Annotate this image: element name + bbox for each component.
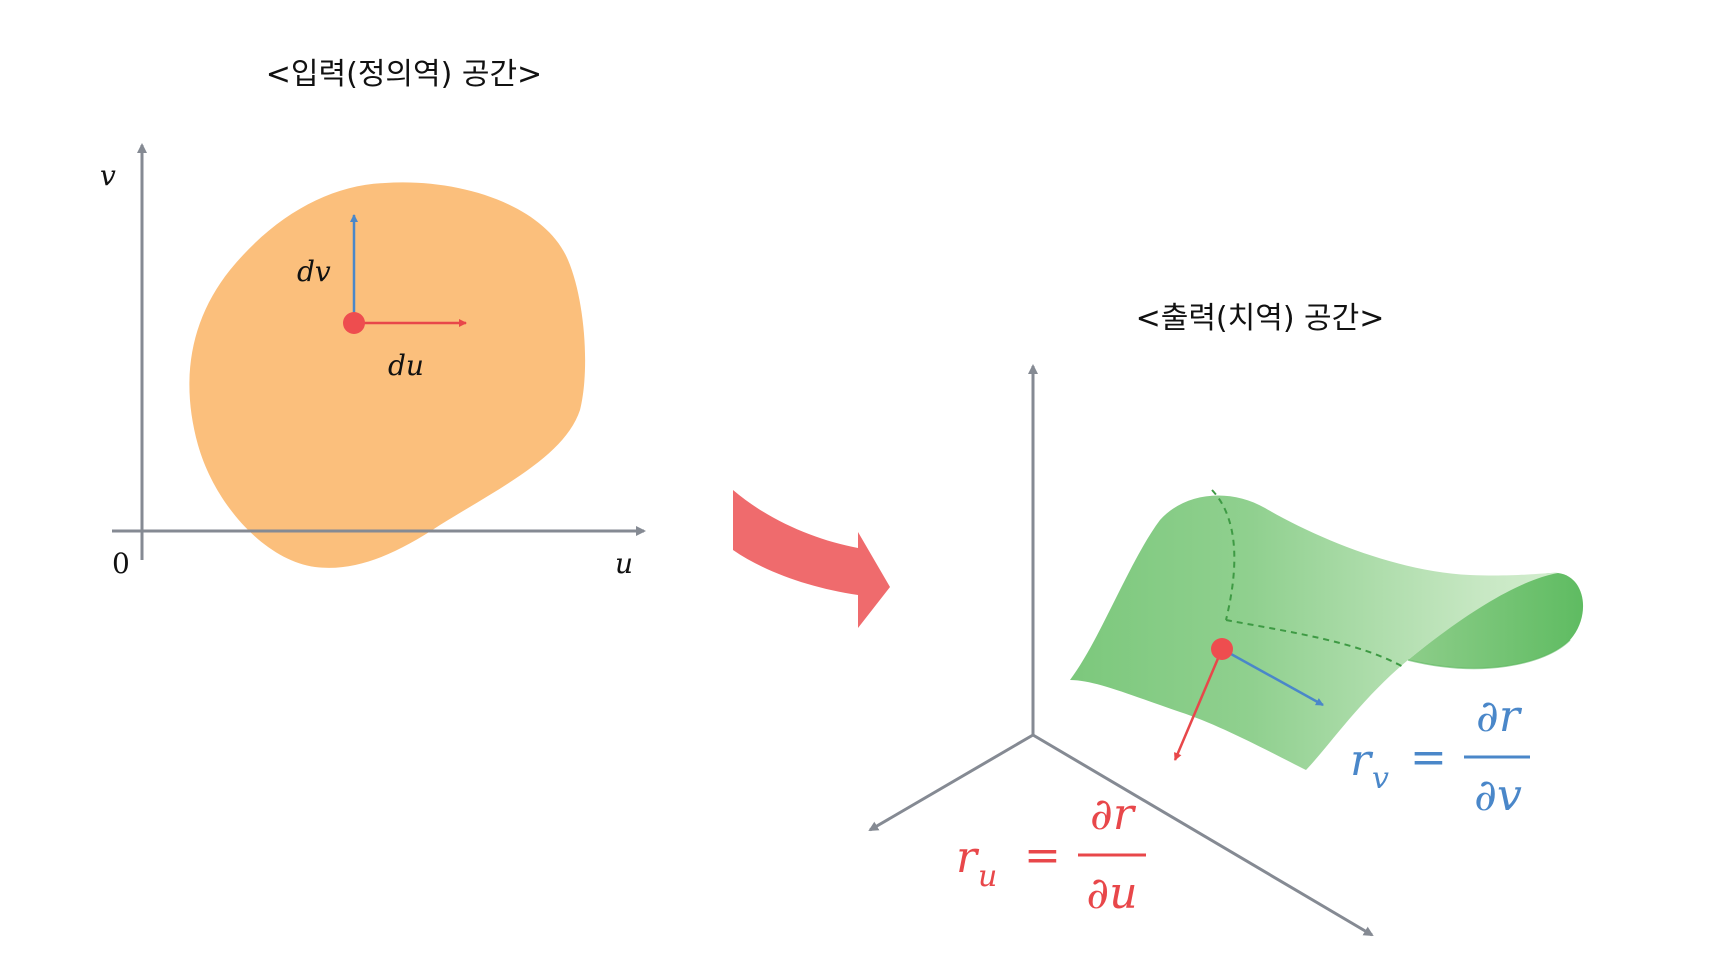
input-space-title: <입력(정의역) 공간>: [266, 57, 542, 92]
du-label: du: [388, 349, 424, 382]
mapping-arrow-icon: [733, 490, 890, 628]
output-space-panel: <출력(치역) 공간> r v = ∂r ∂v r u = ∂r: [868, 301, 1584, 937]
rv-numerator: ∂r: [1476, 691, 1523, 742]
ru-lhs: r: [956, 832, 980, 883]
u-axis-label: u: [615, 547, 633, 580]
origin-label: 0: [112, 547, 130, 580]
input-space-panel: <입력(정의역) 공간> v u 0 dv du: [100, 57, 646, 580]
rv-arrow: [1221, 647, 1324, 707]
y-axis: [1032, 733, 1374, 937]
rv-subscript: v: [1372, 761, 1389, 796]
rv-formula: r v = ∂r ∂v: [1350, 691, 1530, 821]
sample-point: [343, 312, 365, 334]
u-curve-dashed: [1211, 489, 1236, 621]
dv-label: dv: [297, 255, 331, 288]
output-space-title: <출력(치역) 공간>: [1136, 301, 1385, 336]
ru-numerator: ∂r: [1090, 789, 1137, 840]
ru-denominator: ∂u: [1086, 868, 1137, 919]
domain-region: [189, 182, 586, 568]
surface-point: [1211, 638, 1233, 660]
ru-subscript: u: [978, 859, 997, 894]
ru-equals: =: [1024, 830, 1061, 881]
x-axis: [868, 733, 1034, 832]
surface-front-edge: [1407, 639, 1571, 670]
rv-equals: =: [1410, 732, 1447, 783]
ru-formula: r u = ∂r ∂u: [956, 789, 1146, 919]
rv-denominator: ∂v: [1474, 770, 1522, 821]
v-axis-label: v: [100, 159, 116, 192]
rv-lhs: r: [1350, 735, 1374, 786]
ru-arrow: [1173, 648, 1224, 761]
surface-back-fold: [1408, 572, 1584, 669]
v-curve-dashed: [1225, 619, 1406, 669]
surface-patch: [1070, 495, 1558, 770]
